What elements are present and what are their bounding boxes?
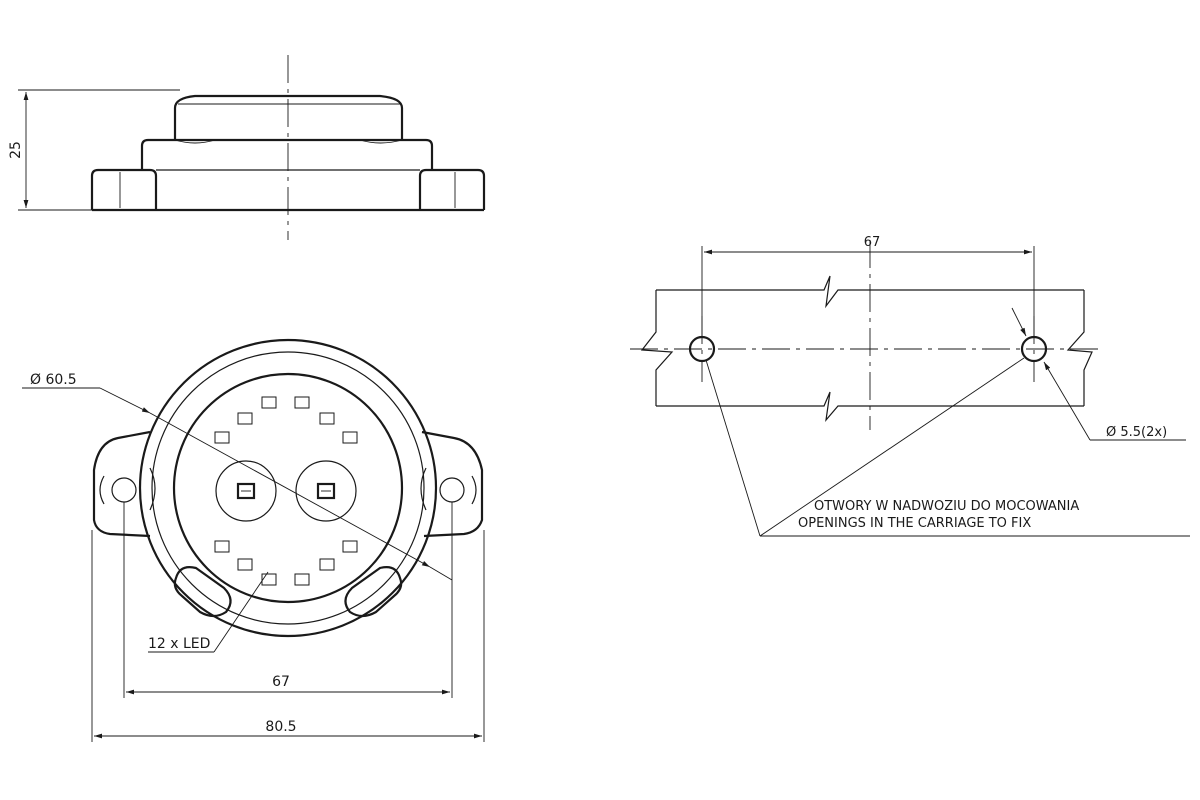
total-width-label: 80.5 [265, 719, 296, 735]
note-polish: OTWORY W NADWOZIU DO MOCOWANIA [814, 499, 1079, 514]
height-dimension-label: 25 [8, 141, 24, 159]
front-view: Ø 60.5 12 x LED 67 80.5 [22, 338, 485, 742]
side-view: 25 [8, 55, 486, 240]
diameter-label: Ø 60.5 [30, 372, 77, 388]
led-count-label: 12 x LED [148, 636, 210, 652]
note-english: OPENINGS IN THE CARRIAGE TO FIX [798, 516, 1031, 531]
led-array [214, 396, 358, 586]
mounting-plate-view: 67 Ø 5.5(2x) OTWORY W NADWOZIU DO MOCOWA… [630, 235, 1190, 537]
hole-spacing-label: 67 [272, 674, 290, 690]
mount-spacing-label: 67 [864, 235, 881, 250]
mount-hole-diameter-label: Ø 5.5(2x) [1106, 425, 1167, 440]
